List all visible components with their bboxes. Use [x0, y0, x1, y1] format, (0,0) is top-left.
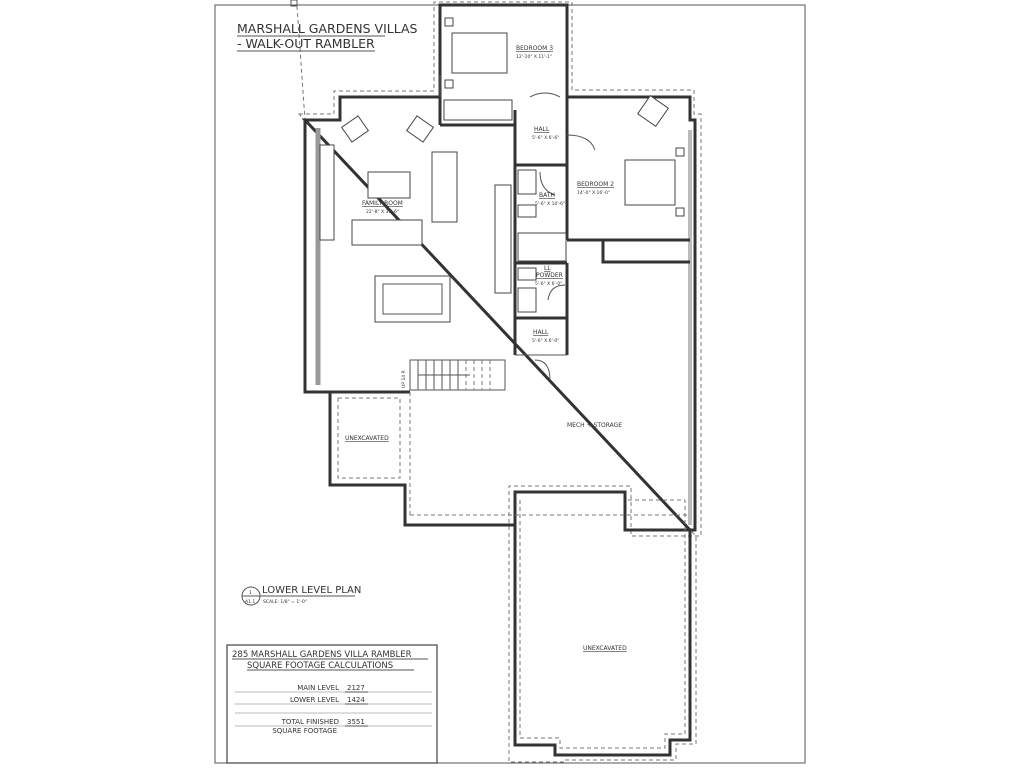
room-dims-powder: 5'-6" X 6'-0"	[535, 281, 562, 287]
room-mark-powder: LL	[544, 265, 551, 272]
built-in	[494, 184, 512, 294]
room-dims-bedroom3: 12'-10" X 11'-1"	[516, 54, 552, 60]
plan-title-block: 1 A1.1 LOWER LEVEL PLAN SCALE: 1/8" = 1'…	[241, 585, 361, 606]
room-dims-family: 22'-8" X 33'-6"	[366, 209, 399, 215]
room-name-hall: HALL	[534, 126, 550, 133]
sofa	[351, 219, 423, 246]
plan-scale: SCALE: 1/8" = 1'-0"	[263, 599, 307, 605]
drawing-title-line2: - WALK-OUT RAMBLER	[237, 36, 375, 51]
sofa	[431, 151, 458, 223]
bathtub	[517, 232, 567, 262]
room-name-mech: MECH + STORAGE	[567, 422, 622, 429]
plan-title: LOWER LEVEL PLAN	[262, 585, 361, 596]
guide-line	[296, 5, 306, 121]
room-dims-hall: 5'-6" X 6'-6"	[532, 135, 559, 141]
rug	[367, 171, 411, 199]
door-swing	[539, 171, 556, 196]
room-dims-hall-lower: 5'-6" X 6'-0"	[532, 338, 559, 344]
door-swing	[529, 92, 561, 98]
stair-label: UP 14 R	[401, 370, 407, 388]
room-name-bath: BATH	[539, 192, 555, 199]
sqft-total-label2: SQUARE FOOTAGE	[272, 727, 337, 735]
room-name-unexcavated-bottom: UNEXCAVATED	[583, 645, 627, 652]
square-footage-table: 285 MARSHALL GARDENS VILLA RAMBLER SQUAR…	[226, 644, 438, 764]
door-swing	[566, 134, 596, 151]
sqft-total-label: TOTAL FINISHED	[281, 718, 339, 726]
drawing-title-line1: MARSHALL GARDENS VILLAS	[237, 21, 418, 36]
bed	[624, 159, 676, 206]
sqft-heading1: 285 MARSHALL GARDENS VILLA RAMBLER	[232, 650, 412, 660]
door-swing	[534, 359, 551, 381]
sqft-total-value: 3551	[347, 718, 365, 726]
detail-number: 1	[249, 590, 252, 596]
room-name-powder: POWDER	[536, 272, 563, 279]
room-name-bedroom2: BEDROOM 2	[577, 181, 614, 188]
sqft-main-value: 2127	[347, 684, 365, 692]
chair	[405, 115, 435, 143]
sqft-lower-label: LOWER LEVEL	[290, 696, 339, 704]
chair	[340, 115, 370, 143]
closet	[443, 99, 513, 121]
room-dims-bath: 5'-6" X 10'-6"	[535, 201, 565, 207]
stairs	[409, 359, 506, 391]
bed	[451, 32, 508, 74]
room-name-bedroom3: BEDROOM 3	[516, 45, 553, 52]
sheet-number: A1.1	[245, 599, 255, 605]
chair	[636, 94, 670, 128]
pool-table	[374, 275, 451, 323]
left-unexcavated-wall	[328, 392, 517, 527]
room-name-hall-lower: HALL	[533, 329, 549, 336]
room-name-family: FAMILY ROOM	[362, 200, 403, 207]
foundation-outline	[297, 1, 702, 763]
room-dims-bedroom2: 14'-0" X 16'-0"	[577, 190, 610, 196]
door-swing	[547, 284, 566, 301]
sqft-main-label: MAIN LEVEL	[297, 684, 339, 692]
tv-console	[319, 144, 335, 241]
corner-marker	[290, 0, 298, 7]
room-name-unexcavated-left: UNEXCAVATED	[345, 435, 389, 442]
sqft-heading2: SQUARE FOOTAGE CALCULATIONS	[247, 661, 393, 671]
exterior-walls	[301, 3, 697, 757]
sqft-lower-value: 1424	[347, 696, 365, 704]
